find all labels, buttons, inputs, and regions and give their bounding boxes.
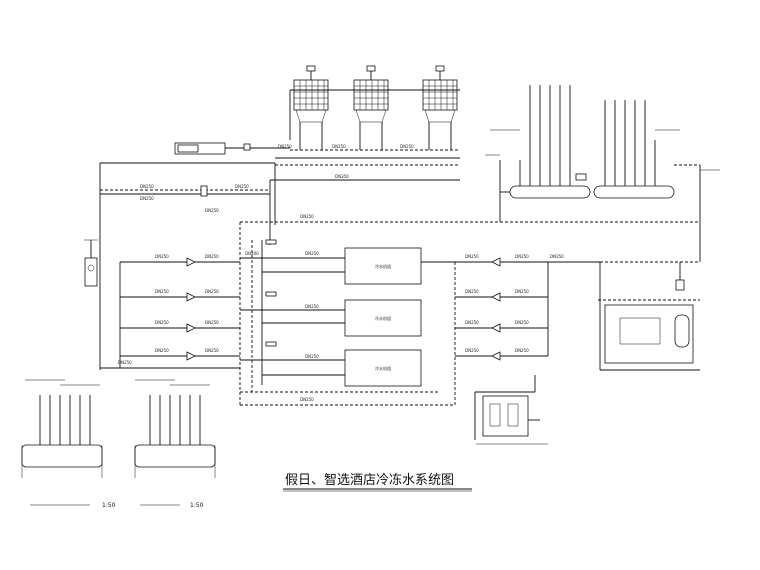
scale-label: 1:50 bbox=[190, 502, 204, 509]
pipe-size-label: DN250 bbox=[332, 144, 346, 149]
pipe-size-label: DN250 bbox=[300, 397, 314, 402]
drawing-title: 假日、智选酒店冷冻水系统图 bbox=[283, 472, 472, 492]
chiller-2: 冷水机组 bbox=[344, 299, 422, 337]
expansion-device bbox=[84, 239, 98, 287]
chiller-label: 冷水机组 bbox=[375, 263, 391, 269]
pipe-size-label: DN250 bbox=[205, 254, 219, 259]
expansion-tank-assembly bbox=[598, 262, 700, 371]
bottom-header-left: 1:50 bbox=[21, 379, 116, 509]
chiller-piping: DN200 DN250 DN250 DN250 DN250 bbox=[240, 239, 455, 406]
makeup-water-assembly bbox=[174, 142, 290, 155]
pipe-size-label: DN250 bbox=[205, 320, 219, 325]
chiller-label: 冷水机组 bbox=[375, 315, 391, 321]
pipe-size-label: DN250 bbox=[465, 254, 479, 259]
pipe-size-label: DN250 bbox=[300, 214, 314, 219]
return-header bbox=[593, 100, 720, 199]
pipe-size-label: DN350 bbox=[550, 254, 564, 259]
pipe-size-label: DN200 bbox=[245, 251, 259, 256]
pipe-size-label: DN250 bbox=[235, 184, 249, 189]
chiller-3: 冷水机组 bbox=[344, 349, 422, 387]
left-pump-group: DN250 DN250 DN250 DN250 DN250 DN250 DN25… bbox=[100, 254, 240, 369]
chiller-label: 冷水机组 bbox=[375, 365, 391, 371]
chiller-1: 冷水机组 bbox=[344, 247, 422, 285]
pipe-size-label: DN250 bbox=[465, 348, 479, 353]
cooling-tower-piping: DN250 DN250 DN250 DN350 bbox=[275, 89, 460, 179]
pipe-size-label: DN250 bbox=[465, 320, 479, 325]
pipe-size-label: DN250 bbox=[278, 144, 292, 149]
pipe-size-label: DN250 bbox=[305, 251, 319, 256]
pipe-size-label: DN250 bbox=[205, 289, 219, 294]
pipe-size-label: DN250 bbox=[465, 289, 479, 294]
pipe-size-label: DN250 bbox=[140, 196, 154, 201]
pipe-size-label: DN250 bbox=[515, 289, 529, 294]
page-title: 假日、智选酒店冷冻水系统图 bbox=[285, 472, 454, 488]
pipe-size-label: DN250 bbox=[155, 320, 169, 325]
pipe-size-label: DN250 bbox=[140, 184, 154, 189]
pipe-size-label: DN250 bbox=[515, 320, 529, 325]
pipe-size-label: DN250 bbox=[155, 289, 169, 294]
pipe-size-label: DN250 bbox=[155, 348, 169, 353]
cooling-tower-1 bbox=[293, 65, 329, 123]
pipe-size-label: DN250 bbox=[305, 304, 319, 309]
cooling-tower-3 bbox=[422, 65, 458, 123]
pipe-size-label: DN250 bbox=[515, 348, 529, 353]
pipe-size-label: DN250 bbox=[205, 208, 219, 213]
cooling-tower-2 bbox=[353, 65, 389, 123]
pipe-size-label: DN250 bbox=[305, 354, 319, 359]
pipe-size-label: DN250 bbox=[205, 348, 219, 353]
pipe-size-label: DN350 bbox=[335, 174, 349, 179]
bottom-header-right: 1:50 bbox=[134, 379, 216, 509]
supply-header bbox=[485, 85, 591, 222]
right-pump-group: DN250 DN250 DN250 DN250 DN250 DN250 DN25… bbox=[421, 165, 701, 405]
pipe-size-label: DN250 bbox=[400, 144, 414, 149]
pipe-size-label: DN250 bbox=[155, 254, 169, 259]
dosing-unit bbox=[474, 375, 548, 445]
pipe-size-label: DN250 bbox=[118, 360, 132, 365]
pipe-size-label: DN250 bbox=[515, 254, 529, 259]
scale-label: 1:50 bbox=[102, 502, 116, 509]
upper-mains: DN250 DN250 DN250 DN250 DN250 bbox=[99, 162, 700, 405]
